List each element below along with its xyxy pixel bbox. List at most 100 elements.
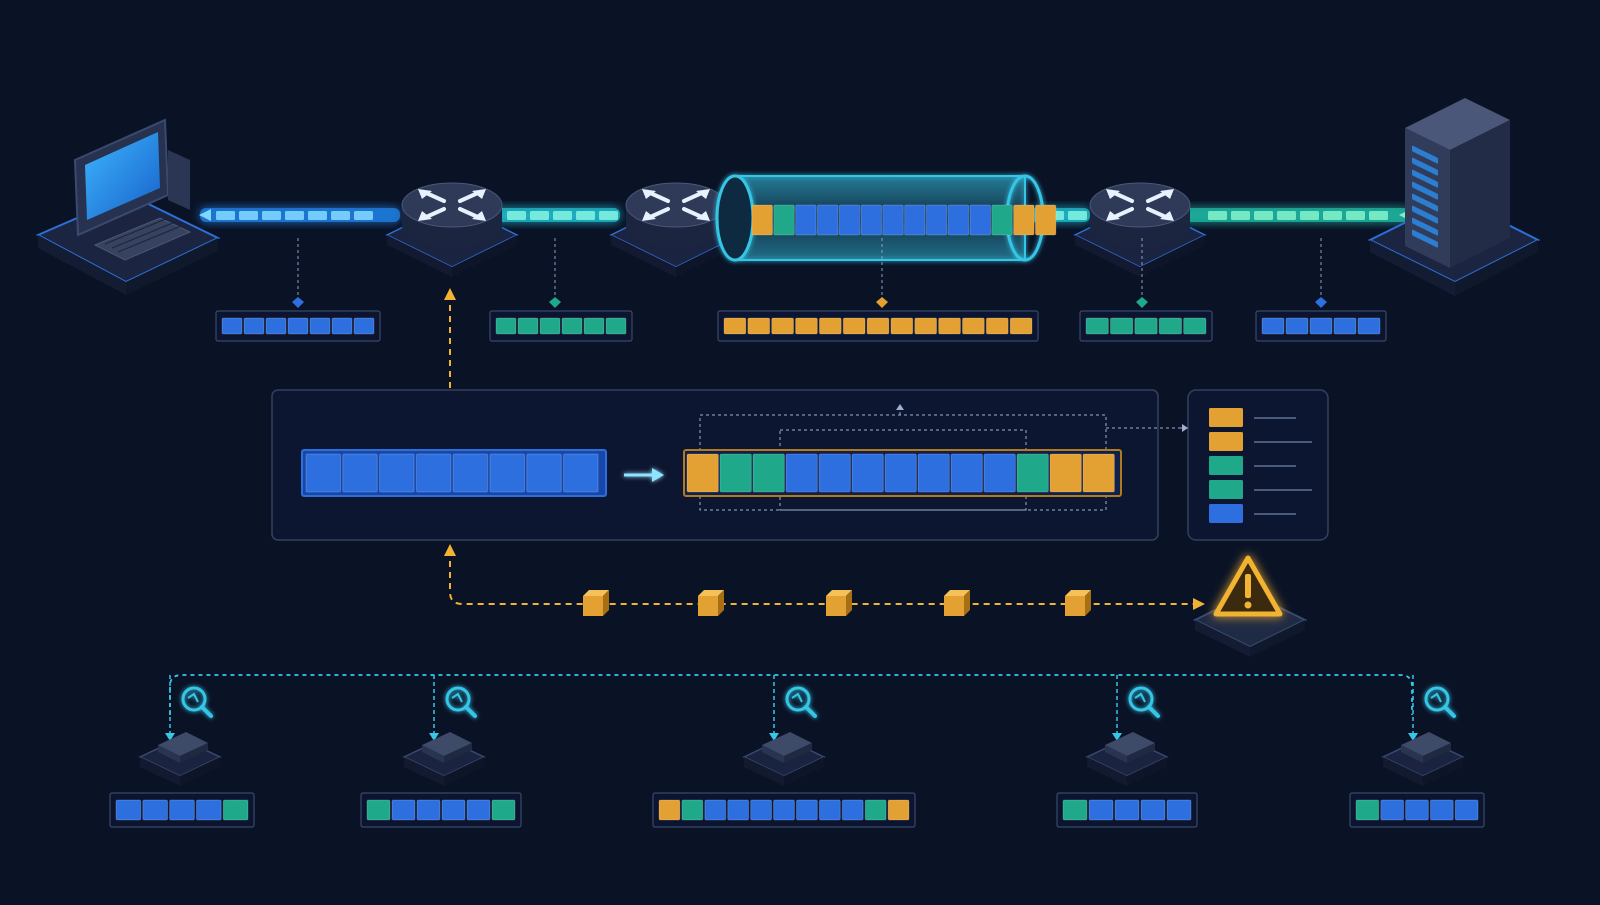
payload-segment [342,453,378,493]
payload-segment [563,453,599,493]
legend-swatch [1209,432,1243,451]
payload-segment [818,799,841,821]
payload-segment [773,799,795,821]
legend-swatch [1209,480,1243,499]
inner-header-segment [864,799,887,821]
inner-header-segment [1158,317,1183,335]
payload-segment [795,204,817,236]
payload-segment [466,799,491,821]
connector-node [292,297,304,308]
payload-segment [353,317,375,335]
server-led [1412,145,1438,164]
payload-segment [195,799,222,821]
magnifier-icon [785,686,817,718]
control-packet-cube [1065,590,1091,616]
inner-header-segment [1355,799,1380,821]
server-rack-icon [1367,98,1541,296]
payload-segment [309,317,331,335]
arrow-up-icon [444,288,456,300]
beam-packet [216,211,235,220]
beam-packet [599,211,618,220]
inner-header-segment [1085,317,1109,335]
beam-packet [1208,211,1227,220]
inner-header-segment [561,317,583,335]
server-led-columns [1412,145,1438,248]
magnifier-icon [1424,686,1456,718]
legend-items [1209,408,1312,523]
legend-swatch [1209,408,1243,427]
outer-header-segment [866,317,890,335]
beam-packet [331,211,350,220]
beam-packet [1068,211,1087,220]
payload-segment [1357,317,1381,335]
outer-header-segment [658,799,681,821]
payload-segment [727,799,750,821]
beam-packet [1254,211,1273,220]
payload-segment [785,453,818,493]
payload-segment [841,799,864,821]
hop-packet-boxes [215,310,1387,342]
arrow-down-icon [1408,733,1418,741]
payload-segment [526,453,562,493]
payload-segment [1088,799,1114,821]
connector-node [1136,297,1148,308]
arrow-up-icon [444,544,456,556]
outer-header-segment [890,317,914,335]
payload-segment [816,204,839,236]
inner-header-segment [991,204,1013,236]
outer-header-segment [1013,204,1035,236]
beam-packet [1231,211,1250,220]
payload-segment [169,799,195,821]
inner-header-segment [773,204,795,236]
payload-segment [1166,799,1192,821]
beam-packet [239,211,258,220]
magnifier-icon [445,686,477,718]
router-arrows-icon [1073,182,1207,277]
payload-segment [884,453,917,493]
outer-header-segment [818,317,842,335]
magnifier-icon [181,686,213,718]
payload-segment [1285,317,1309,335]
inner-header-segment [1016,453,1049,493]
payload-segment [1405,799,1429,821]
payload-segment [489,453,525,493]
outer-header-segment [887,799,910,821]
payload-segment [1114,799,1140,821]
network-probe-icon [402,732,486,786]
outer-header-segment [1082,453,1115,493]
tunnel-packet-row [751,204,1057,236]
beam-arrowhead [199,209,211,221]
beam-packet [1300,211,1319,220]
beam-packet [1323,211,1342,220]
inner-header-segment [1062,799,1088,821]
payload-segment [287,317,309,335]
payload-segment [379,453,415,493]
payload-segment [305,453,341,493]
arrow-down-icon [1112,733,1122,741]
payload-segment [904,204,926,236]
payload-segment [860,204,882,236]
inner-header-segment [681,799,704,821]
server-led [1412,157,1438,176]
monitoring-bus [169,674,1413,715]
magnifier-icon [1128,686,1160,718]
router-arrows-icon [609,182,743,277]
beam-packet [530,211,549,220]
outer-header-segment [938,317,961,335]
control-packets [583,590,1091,616]
payload-segment [115,799,142,821]
legend-swatch [1209,456,1243,475]
beam-packet [1369,211,1388,220]
arrow-right-icon [1193,598,1205,610]
arrow-down-icon [429,733,439,741]
payload-segment [1261,317,1285,335]
connector-node [549,297,561,308]
probe-packet-boxes [109,792,1485,828]
payload-segment [851,453,884,493]
beam-packet [262,211,281,220]
inner-header-segment [222,799,249,821]
payload-segment [983,453,1016,493]
payload-segment [221,317,243,335]
payload-segment [415,453,452,493]
